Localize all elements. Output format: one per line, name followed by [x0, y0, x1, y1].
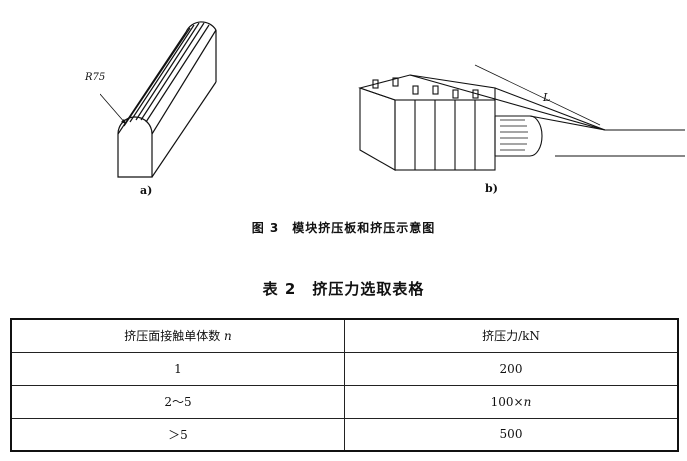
cell-count: 2～5	[10, 384, 345, 419]
header-col1-label: 挤压面接触单体数	[124, 329, 221, 344]
cell-force: 500	[344, 417, 679, 452]
cell-force-value: 100×	[490, 394, 524, 409]
header-force: 挤压力/kN	[344, 318, 679, 353]
figure-caption: 图 3 模块挤压板和挤压示意图	[251, 221, 436, 235]
figure-a-press-plate	[100, 21, 217, 178]
radius-label: R75	[85, 72, 106, 83]
table-row: 1 200	[10, 351, 679, 386]
header-col1-variable: n	[224, 329, 232, 344]
table-header-row: 挤压面接触单体数 n 挤压力/kN	[10, 318, 679, 353]
table-title: 表 2 挤压力选取表格	[262, 280, 425, 298]
length-label: L	[543, 91, 551, 104]
pressure-table: 挤压面接触单体数 n 挤压力/kN 1 200 2～5 100×n ＞5 500	[10, 318, 679, 452]
cell-count: 1	[10, 351, 345, 386]
cell-force: 100×n	[344, 384, 679, 419]
figure-b-extrusion-diagram	[358, 64, 685, 171]
cell-force-value: 200	[499, 361, 523, 376]
table-row: ＞5 500	[10, 417, 679, 452]
subfigure-a-label: a)	[140, 184, 153, 197]
cell-force: 200	[344, 351, 679, 386]
subfigure-b-label: b)	[485, 182, 498, 195]
cell-force-variable: n	[523, 394, 532, 409]
table-row: 2～5 100×n	[10, 384, 679, 419]
cell-count: ＞5	[10, 417, 345, 452]
cell-force-value: 500	[499, 427, 523, 442]
header-contact-count: 挤压面接触单体数 n	[10, 318, 345, 353]
